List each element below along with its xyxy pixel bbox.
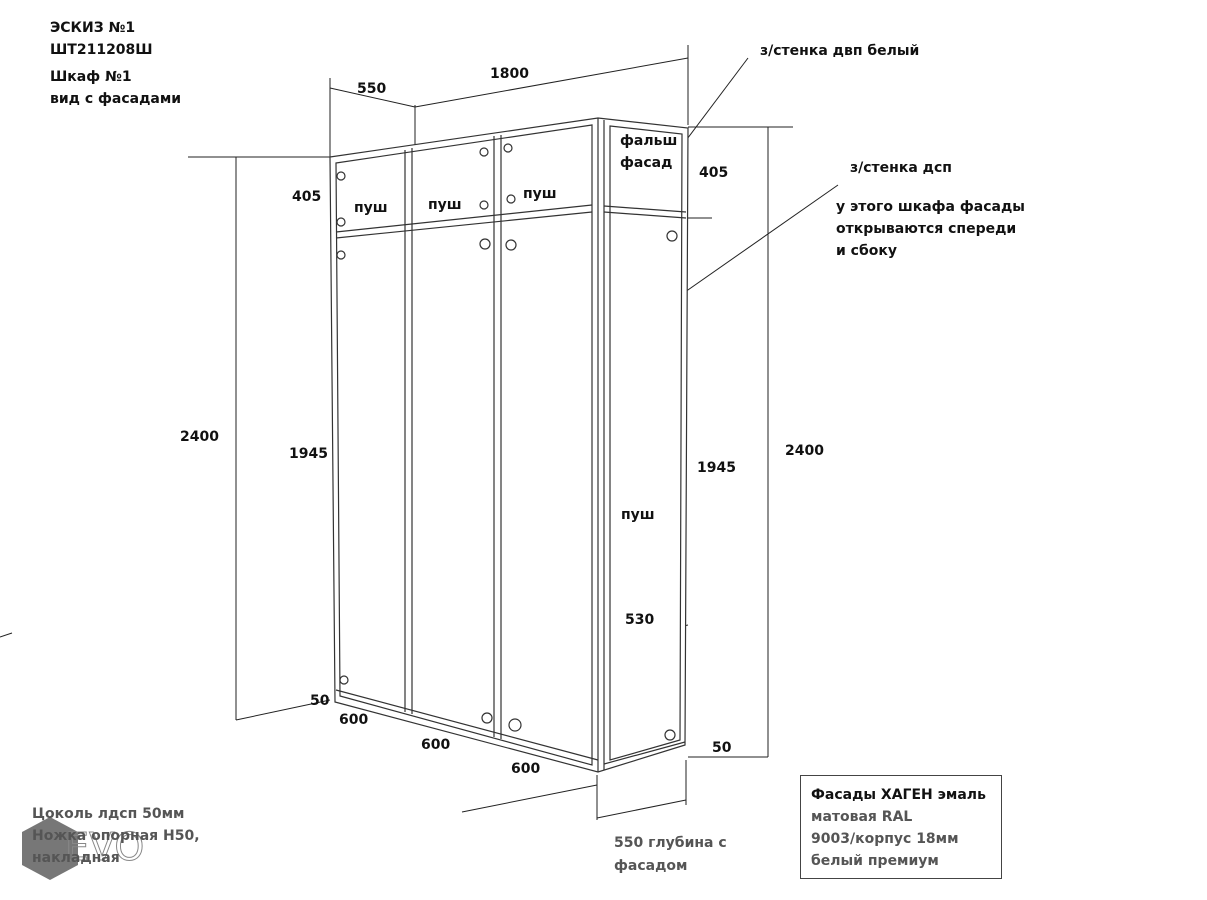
spec-box: Фасады ХАГЕН эмаль матовая RAL 9003/корп… <box>800 775 1002 879</box>
order-code: ШТ211208Ш <box>50 42 153 58</box>
dim-top-right: 405 <box>699 165 729 181</box>
dim-inner-depth: 530 <box>625 612 655 628</box>
dim-section-1: 600 <box>339 712 369 728</box>
spec-line-4: белый премиум <box>811 853 939 869</box>
back-wall-label: з/стенка двп белый <box>760 43 920 59</box>
spec-line-2: матовая RAL <box>811 809 913 825</box>
plinth-note-3: накладная <box>32 850 120 866</box>
dim-total-right: 2400 <box>785 443 824 459</box>
dim-section-3: 600 <box>511 761 541 777</box>
push-label-side: пуш <box>621 507 655 523</box>
cabinet-outline <box>329 117 689 773</box>
false-facade-label-1: фальш <box>620 133 678 149</box>
push-label-2: пуш <box>428 197 462 213</box>
dim-width-top: 1800 <box>490 66 529 82</box>
false-facade-label-2: фасад <box>620 155 673 171</box>
plinth-note-1: Цоколь лдсп 50мм <box>32 806 185 822</box>
depth-note-2: фасадом <box>614 858 688 874</box>
dim-plinth-left: 50 <box>310 693 330 709</box>
cabinet-name: Шкаф №1 <box>50 69 132 85</box>
dim-total-left: 2400 <box>180 429 219 445</box>
note-line-1: у этого шкафа фасады <box>836 199 1025 215</box>
svg-text:EVO: EVO <box>65 825 144 869</box>
note-line-2: открываются спереди <box>836 221 1017 237</box>
dim-depth-top: 550 <box>357 81 387 97</box>
evo-logo: EVO <box>22 817 145 880</box>
dim-top-left: 405 <box>292 189 322 205</box>
spec-line-1: Фасады ХАГЕН эмаль <box>811 787 986 803</box>
depth-note-1: 550 глубина с <box>614 835 727 851</box>
view-type: вид с фасадами <box>50 91 182 107</box>
dim-section-2: 600 <box>421 737 451 753</box>
spec-line-3: 9003/корпус 18мм <box>811 831 959 847</box>
push-label-1: пуш <box>354 200 388 216</box>
push-label-3: пуш <box>523 186 557 202</box>
dim-door-left: 1945 <box>289 446 328 462</box>
dim-door-right: 1945 <box>697 460 736 476</box>
note-line-3: и сбоку <box>836 243 898 259</box>
sketch-number: ЭСКИЗ №1 <box>50 20 136 36</box>
side-wall-label: з/стенка дсп <box>850 160 952 176</box>
plinth-note-2: Ножка опорная Н50, <box>32 828 200 844</box>
push-openers <box>336 143 678 741</box>
dim-plinth-right: 50 <box>712 740 732 756</box>
